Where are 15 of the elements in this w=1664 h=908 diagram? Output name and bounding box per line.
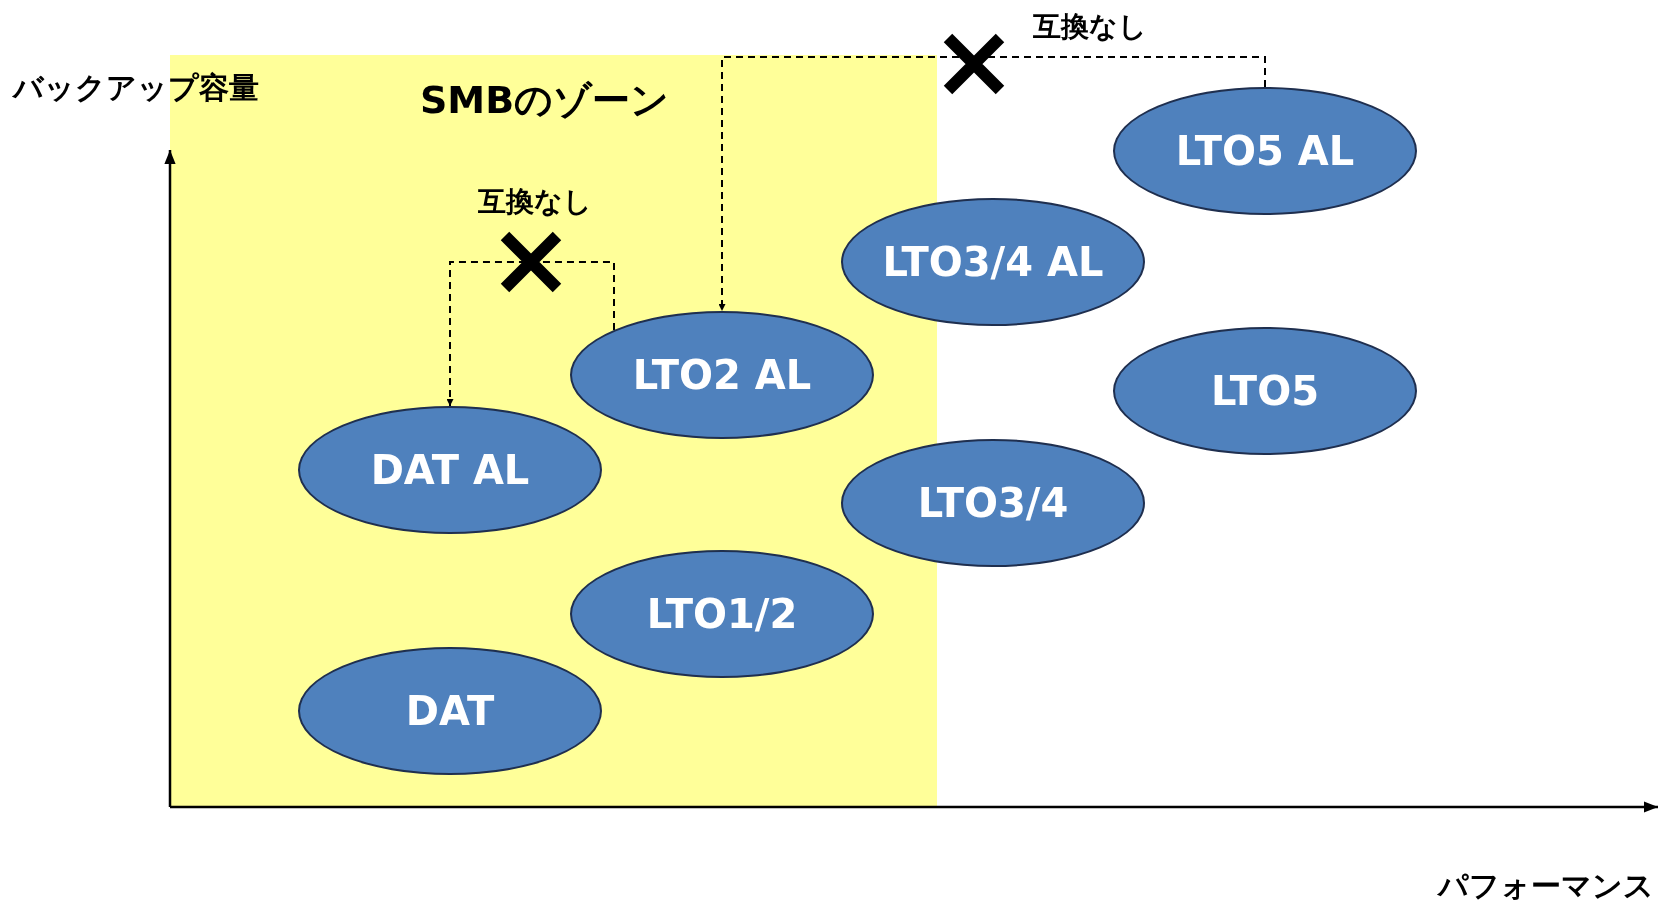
ellipse: LTO5 AL xyxy=(1113,87,1417,215)
ellipse: DAT xyxy=(298,647,602,775)
edge-label: 互換なし xyxy=(1033,9,1147,45)
ellipse: LTO3/4 AL xyxy=(841,198,1145,326)
ellipse: LTO2 AL xyxy=(570,311,874,439)
edge-label: 互換なし xyxy=(478,184,592,220)
ellipse: DAT AL xyxy=(298,406,602,534)
zone-title: SMBのゾーン xyxy=(420,77,670,124)
ellipse: LTO1/2 xyxy=(570,550,874,678)
axis-label: パフォーマンス xyxy=(1438,867,1654,905)
ellipse: LTO5 xyxy=(1113,327,1417,455)
axis-label: バックアップ容量 xyxy=(13,69,259,107)
arrow xyxy=(446,261,615,407)
ellipse: LTO3/4 xyxy=(841,439,1145,567)
arrow xyxy=(718,56,1266,312)
